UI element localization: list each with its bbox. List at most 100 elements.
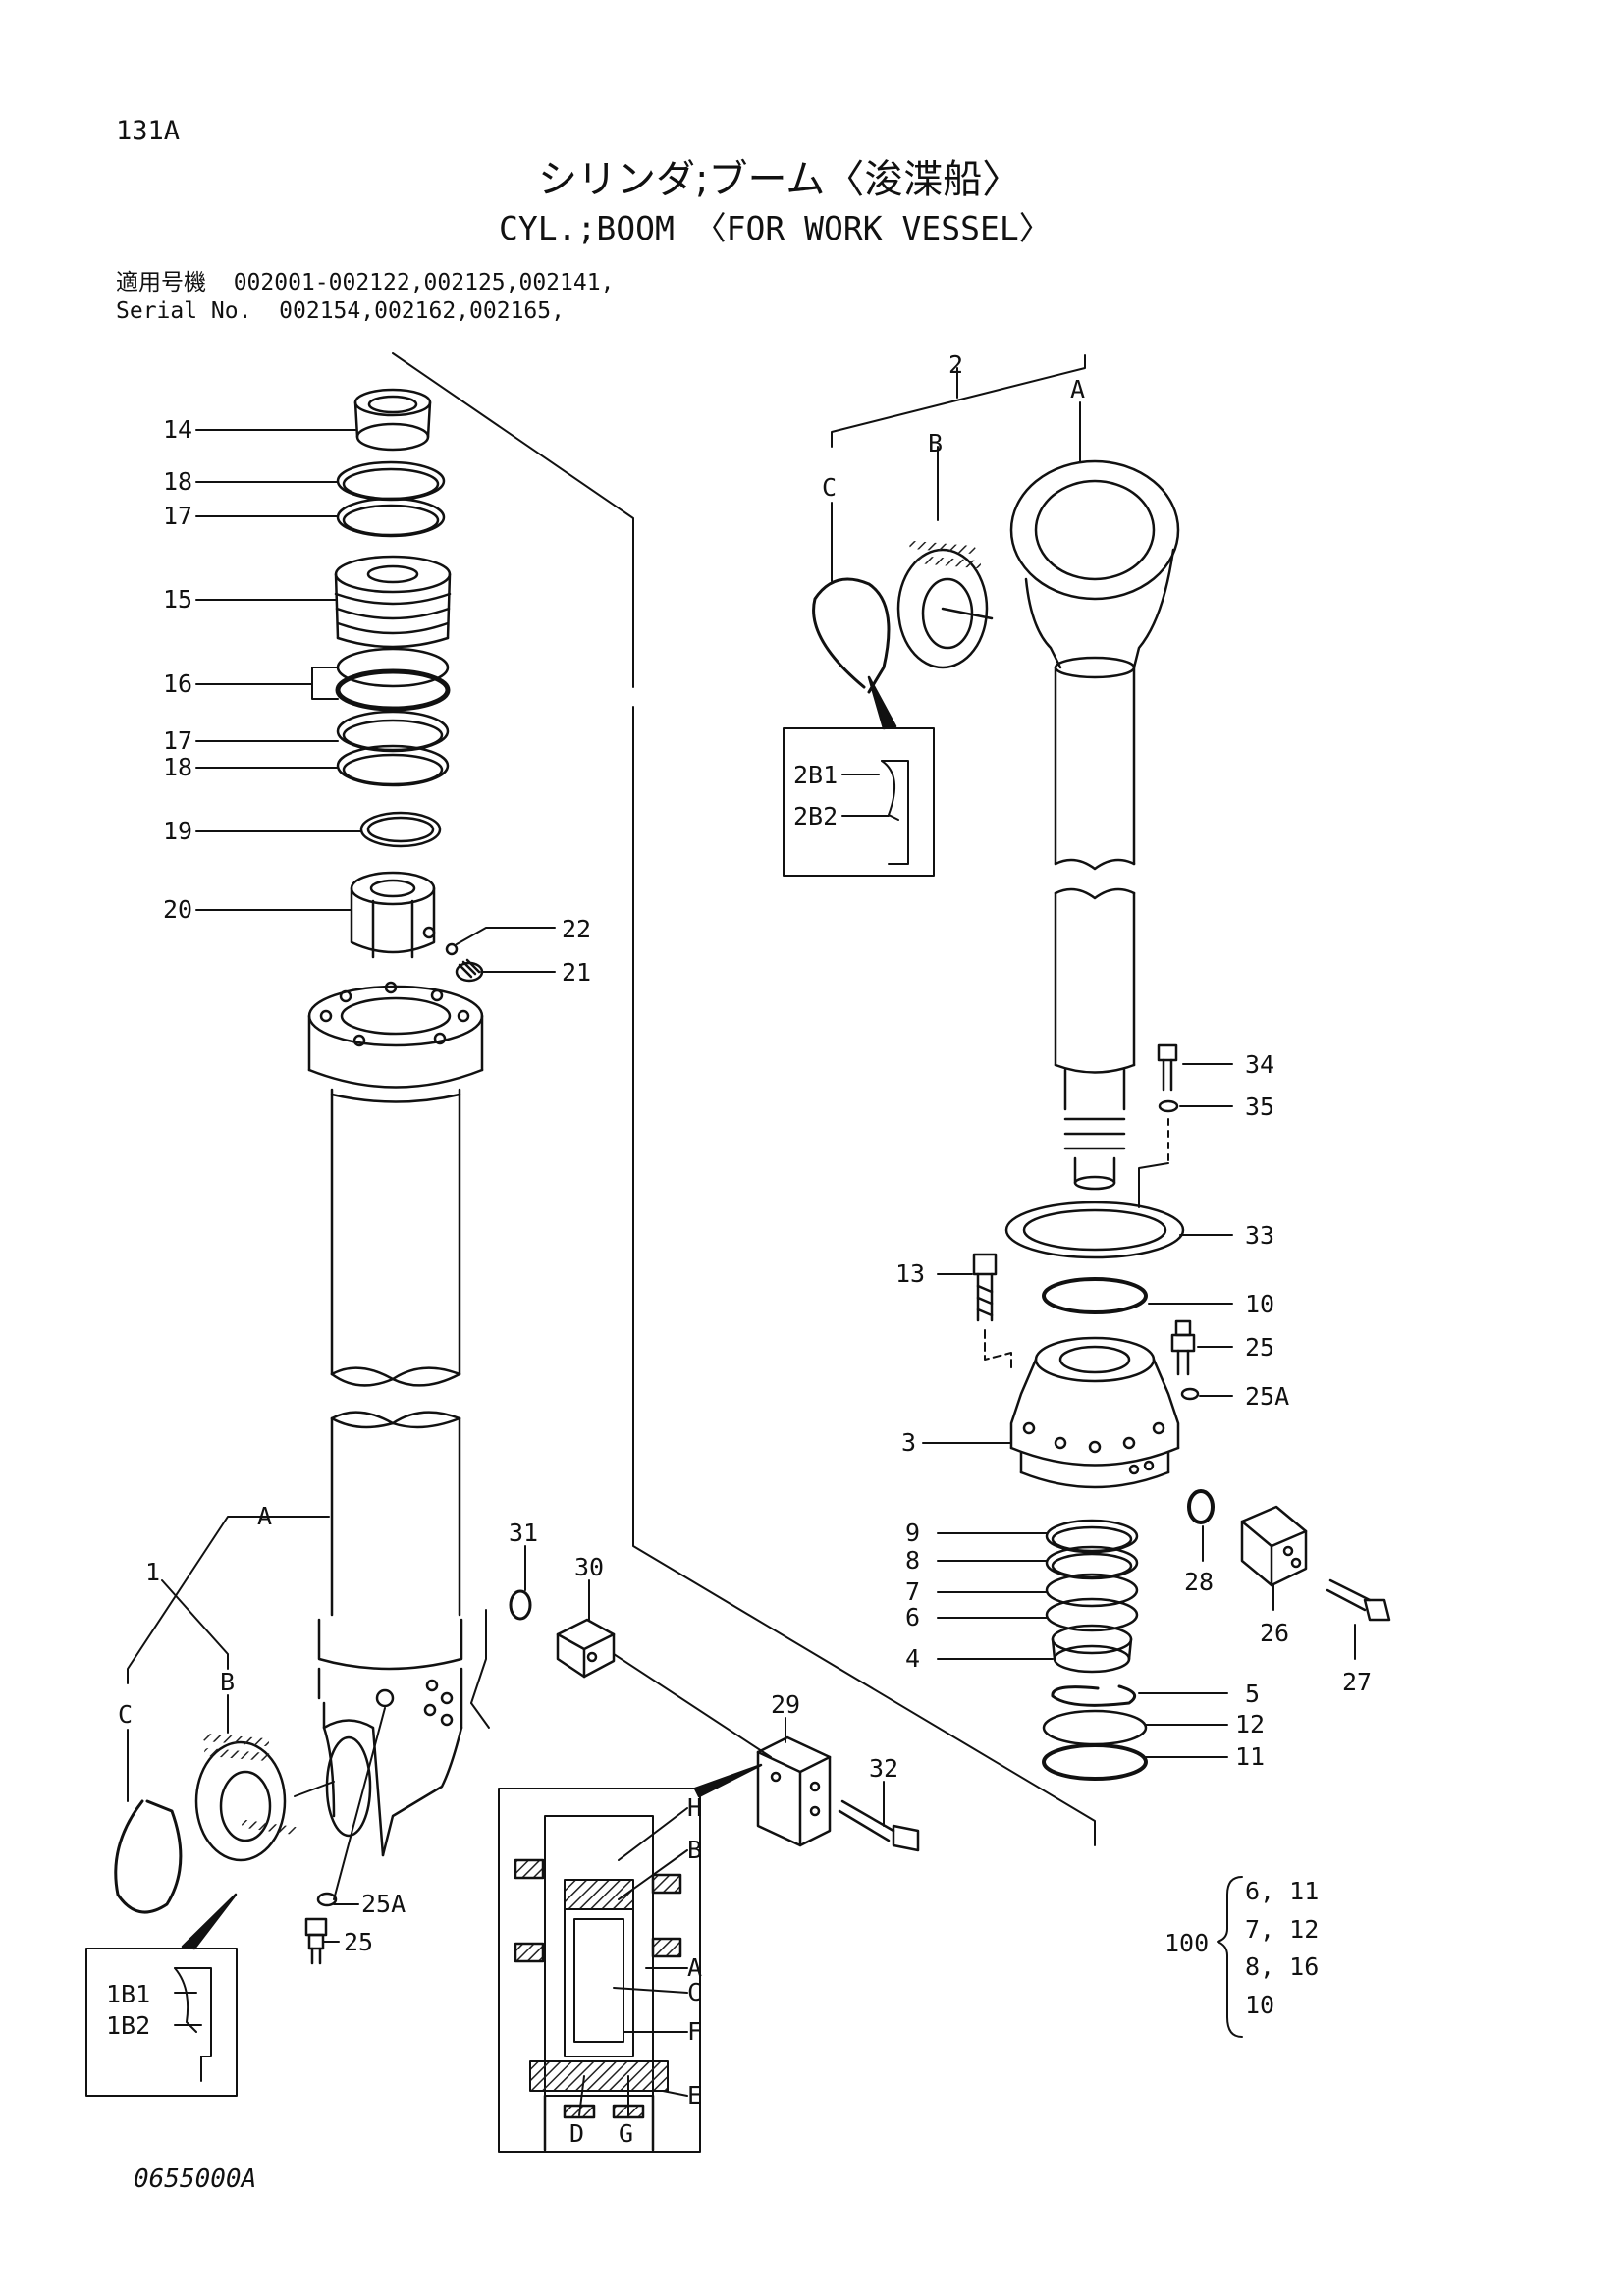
callout-8: 8 [905, 1546, 920, 1575]
callout-c: C [822, 473, 837, 502]
detail-label-d: D [569, 2119, 584, 2148]
part-25-fitting-left [304, 1917, 328, 1965]
part-4-bushing [1051, 1624, 1133, 1674]
part-25-fitting-right [1170, 1319, 1196, 1376]
part-21-set-screw [455, 958, 484, 983]
callout-14: 14 [163, 415, 192, 444]
detail-box-2b [783, 675, 935, 877]
callout-35: 35 [1245, 1093, 1274, 1121]
part-10-ring [1042, 1277, 1148, 1314]
callout-18: 18 [163, 467, 192, 496]
callout-1: 1 [145, 1558, 160, 1586]
part-27-bolt [1326, 1578, 1391, 1622]
part-6-seal [1045, 1597, 1139, 1632]
part-32-bolt [838, 1799, 920, 1852]
part-11-ring [1042, 1743, 1148, 1781]
part-12-ring [1042, 1709, 1148, 1746]
callout-17: 17 [163, 726, 192, 755]
callout-28: 28 [1184, 1568, 1214, 1596]
kit-brace [1217, 1876, 1243, 2038]
detail-box-1b [85, 1893, 238, 2097]
part-26-block [1240, 1505, 1308, 1587]
serial-number-line-1: 適用号機 002001-002122,002125,002141, [116, 270, 615, 295]
kit-row-3: 8, 16 [1245, 1952, 1319, 1981]
callout-a: A [1070, 375, 1085, 403]
callout-b: B [220, 1668, 235, 1696]
part-2-rod-eye [1009, 459, 1180, 1191]
callout-16: 16 [163, 669, 192, 698]
callout-34: 34 [1245, 1050, 1274, 1079]
callout-27: 27 [1342, 1668, 1372, 1696]
callout-a: A [257, 1502, 272, 1530]
part-1c-snap-ring [114, 1799, 183, 1914]
part-20-nut [350, 871, 436, 959]
part-34-bolt [1157, 1043, 1178, 1092]
part-25a-oring-left [316, 1892, 338, 1907]
part-35-washer [1158, 1099, 1179, 1113]
part-29-valve-block [756, 1735, 832, 1847]
callout-2b1: 2B1 [793, 761, 838, 789]
part-2c-snap-ring [812, 577, 891, 694]
part-1b-bushing [194, 1734, 298, 1862]
callout-b: B [928, 429, 943, 457]
callout-5: 5 [1245, 1680, 1260, 1708]
part-5-snap-ring [1051, 1684, 1137, 1707]
part-15-piston [334, 555, 452, 649]
callout-7: 7 [905, 1577, 920, 1606]
part-19-washer [359, 811, 442, 848]
callout-2: 2 [948, 350, 963, 379]
callout-12: 12 [1235, 1710, 1265, 1738]
callout-18: 18 [163, 753, 192, 781]
serial-number-line-2: Serial No. 002154,002162,002165, [116, 298, 565, 324]
callout-26: 26 [1260, 1619, 1289, 1647]
kit-number: 100 [1164, 1929, 1209, 1957]
detail-label-g: G [619, 2119, 633, 2148]
title-japanese: シリンダ;ブーム〈浚渫船〉 [538, 157, 1022, 202]
detail-label-c: C [687, 1978, 702, 2006]
callout-30: 30 [574, 1553, 604, 1581]
detail-label-a: A [687, 1953, 702, 1982]
detail-label-h: H [687, 1793, 702, 1822]
callout-6: 6 [905, 1603, 920, 1631]
callout-4: 4 [905, 1644, 920, 1673]
callout-25a: 25A [1245, 1382, 1289, 1411]
callout-3: 3 [901, 1428, 916, 1457]
kit-row-1: 6, 11 [1245, 1877, 1319, 1905]
cylinder-tube [307, 981, 484, 1857]
callout-19: 19 [163, 817, 192, 845]
callout-10: 10 [1245, 1290, 1274, 1318]
detail-label-b: B [687, 1836, 702, 1864]
detail-box-valve-section [498, 1763, 763, 2153]
callout-15: 15 [163, 585, 192, 614]
callout-33: 33 [1245, 1221, 1274, 1250]
part-22-ball [445, 942, 459, 956]
part-30-block [556, 1618, 616, 1679]
part-25a-oring-right [1180, 1387, 1200, 1401]
callout-20: 20 [163, 895, 192, 924]
detail-label-f: F [687, 2017, 702, 2046]
callout-2b2: 2B2 [793, 802, 838, 830]
part-16-ring [336, 647, 450, 688]
callout-22: 22 [562, 915, 591, 943]
part-2b-bushing [896, 541, 994, 669]
drawing-code: 0655000A [134, 2164, 257, 2194]
part-31-oring [509, 1589, 532, 1621]
part-3-gland [1009, 1336, 1180, 1489]
callout-32: 32 [869, 1754, 898, 1783]
part-13-bolt [972, 1253, 1012, 1370]
callout-17: 17 [163, 502, 192, 530]
part-33-plate [1004, 1201, 1185, 1259]
leader-lines [127, 354, 1356, 2116]
callout-25a: 25A [361, 1890, 406, 1918]
callout-c: C [118, 1700, 133, 1729]
callout-29: 29 [771, 1690, 800, 1719]
part-28-oring [1187, 1489, 1215, 1524]
callout-1b1: 1B1 [106, 1980, 150, 2008]
title-english: CYL.;BOOM 〈FOR WORK VESSEL〉 [499, 209, 1052, 247]
kit-row-4: 10 [1245, 1991, 1274, 2019]
callout-11: 11 [1235, 1742, 1265, 1771]
callout-1b2: 1B2 [106, 2011, 150, 2040]
callout-25: 25 [1245, 1333, 1274, 1362]
callout-25: 25 [344, 1928, 373, 1956]
